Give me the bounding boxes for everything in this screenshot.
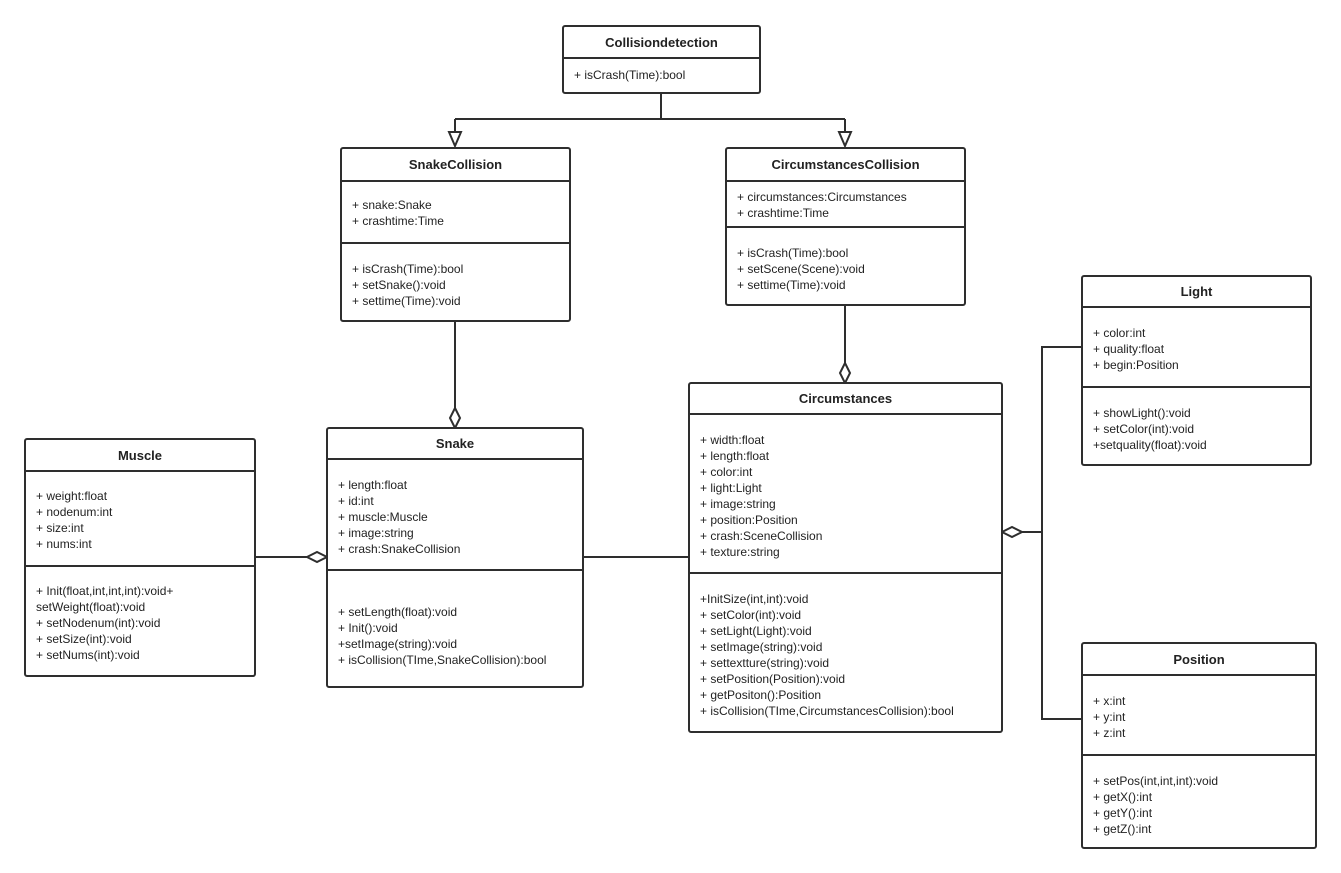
class-circumstancescollision: CircumstancesCollision + circumstances:C… <box>725 147 966 306</box>
attribute: + length:float <box>700 449 770 463</box>
attribute: + snake:Snake <box>352 198 432 212</box>
method: + setNums(int):void <box>36 648 140 662</box>
method: + setSnake():void <box>352 278 446 292</box>
class-attributes: + snake:Snake + crashtime:Time <box>342 182 569 244</box>
class-attributes: + x:int + y:int + z:int <box>1083 676 1315 756</box>
class-name: SnakeCollision <box>342 149 569 182</box>
method: + showLight():void <box>1093 406 1191 420</box>
class-snake: Snake + length:float + id:int + muscle:M… <box>326 427 584 688</box>
class-methods: + isCrash(Time):bool + setSnake():void +… <box>342 244 569 309</box>
class-attributes: + circumstances:Circumstances + crashtim… <box>727 182 964 228</box>
method: + setColor(int):void <box>1093 422 1195 436</box>
method: + getPositon():Position <box>700 688 822 702</box>
aggregation-diamond <box>999 525 1025 539</box>
method: + setLight(Light):void <box>700 624 812 638</box>
method: + getY():int <box>1093 806 1153 820</box>
method: + setPosition(Position):void <box>700 672 846 686</box>
method: + setPos(int,int,int):void <box>1093 774 1219 788</box>
class-methods: + showLight():void + setColor(int):void … <box>1083 388 1310 453</box>
class-name: Muscle <box>26 440 254 472</box>
attribute: + size:int <box>36 521 84 535</box>
attribute: + muscle:Muscle <box>338 510 428 524</box>
attribute: + y:int <box>1093 710 1126 724</box>
attribute: + crashtime:Time <box>352 214 444 228</box>
attribute: + length:float <box>338 478 408 492</box>
method: + getX():int <box>1093 790 1153 804</box>
class-collisiondetection: Collisiondetection + isCrash(Time):bool <box>562 25 761 94</box>
method: +InitSize(int,int):void <box>700 592 809 606</box>
method: + isCollision(TIme,SnakeCollision):bool <box>338 653 547 667</box>
class-light: Light + color:int + quality:float + begi… <box>1081 275 1312 466</box>
class-name: Position <box>1083 644 1315 676</box>
attribute: + nodenum:int <box>36 505 113 519</box>
class-attributes: + color:int + quality:float + begin:Posi… <box>1083 308 1310 388</box>
method: +setImage(string):void <box>338 637 458 651</box>
method: + setNodenum(int):void <box>36 616 161 630</box>
attribute: + id:int <box>338 494 374 508</box>
method: + isCrash(Time):bool <box>737 246 849 260</box>
attribute: + quality:float <box>1093 342 1165 356</box>
method: + setImage(string):void <box>700 640 823 654</box>
method: + setSize(int):void <box>36 632 132 646</box>
class-methods: + setLength(float):void + Init():void +s… <box>328 571 582 668</box>
attribute: + light:Light <box>700 481 762 495</box>
class-methods: + Init(float,int,int,int):void+ setWeigh… <box>26 567 254 663</box>
attribute: + color:int <box>700 465 753 479</box>
method: +setquality(float):void <box>1093 438 1207 452</box>
class-muscle: Muscle + weight:float + nodenum:int + si… <box>24 438 256 677</box>
method: + setScene(Scene):void <box>737 262 865 276</box>
attribute: + z:int <box>1093 726 1126 740</box>
aggregation-diamond <box>304 550 330 564</box>
attribute: + image:string <box>700 497 776 511</box>
class-attributes: + length:float + id:int + muscle:Muscle … <box>328 460 582 571</box>
class-attributes: + weight:float + nodenum:int + size:int … <box>26 472 254 567</box>
attribute: + image:string <box>338 526 414 540</box>
class-name: Light <box>1083 277 1310 308</box>
class-circumstances: Circumstances + width:float + length:flo… <box>688 382 1003 733</box>
method: + settextture(string):void <box>700 656 830 670</box>
attribute: + crashtime:Time <box>737 206 829 220</box>
attribute: + circumstances:Circumstances <box>737 190 907 204</box>
aggregation-diamond <box>838 360 852 386</box>
attribute: + width:float <box>700 433 765 447</box>
generalization-line <box>454 93 846 132</box>
attribute: + crash:SceneCollision <box>700 529 823 543</box>
method: + getZ():int <box>1093 822 1152 836</box>
class-name: Collisiondetection <box>564 27 759 59</box>
attribute: + x:int <box>1093 694 1126 708</box>
generalization-arrowhead <box>837 131 853 149</box>
attribute: + begin:Position <box>1093 358 1179 372</box>
method: + setColor(int):void <box>700 608 802 622</box>
attribute: + position:Position <box>700 513 798 527</box>
class-attributes: + width:float + length:float + color:int… <box>690 415 1001 574</box>
method: setWeight(float):void <box>36 600 146 614</box>
attribute: + nums:int <box>36 537 92 551</box>
method: + Init(float,int,int,int):void+ <box>36 584 174 598</box>
attribute: + crash:SnakeCollision <box>338 542 461 556</box>
method: + Init():void <box>338 621 398 635</box>
method: + settime(Time):void <box>352 294 461 308</box>
class-methods: +InitSize(int,int):void + setColor(int):… <box>690 574 1001 719</box>
class-methods: + isCrash(Time):bool <box>564 59 759 83</box>
class-name: Snake <box>328 429 582 460</box>
attribute: + weight:float <box>36 489 108 503</box>
class-name: CircumstancesCollision <box>727 149 964 182</box>
class-methods: + isCrash(Time):bool + setScene(Scene):v… <box>727 228 964 293</box>
method: + isCollision(TIme,CircumstancesCollisio… <box>700 704 954 718</box>
class-position: Position + x:int + y:int + z:int + setPo… <box>1081 642 1317 849</box>
aggregation-diamond <box>448 405 462 431</box>
attribute: + texture:string <box>700 545 780 559</box>
aggregation-line <box>1022 346 1082 720</box>
class-name: Circumstances <box>690 384 1001 415</box>
method: + isCrash(Time):bool <box>574 68 686 82</box>
method: + setLength(float):void <box>338 605 458 619</box>
class-methods: + setPos(int,int,int):void + getX():int … <box>1083 756 1315 837</box>
attribute: + color:int <box>1093 326 1146 340</box>
method: + settime(Time):void <box>737 278 846 292</box>
class-snakecollision: SnakeCollision + snake:Snake + crashtime… <box>340 147 571 322</box>
generalization-arrowhead <box>447 131 463 149</box>
method: + isCrash(Time):bool <box>352 262 464 276</box>
